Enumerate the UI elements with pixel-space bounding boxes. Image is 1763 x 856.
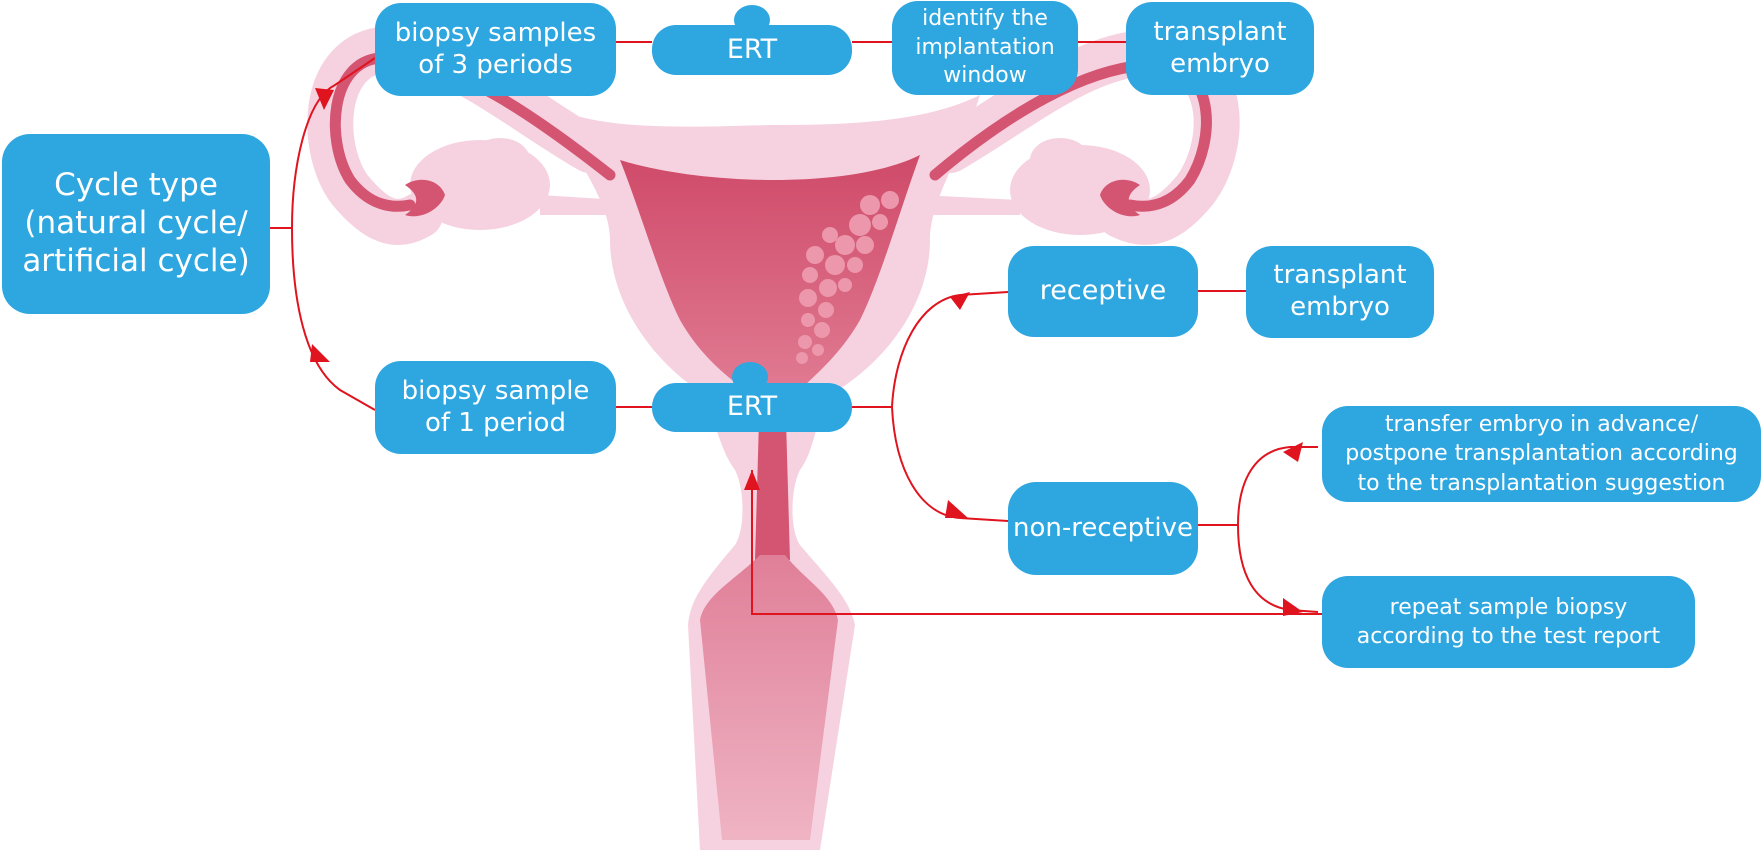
connector-bracket-down xyxy=(291,227,376,411)
left-tube-inner xyxy=(329,52,616,212)
left-fimbriae xyxy=(405,179,445,217)
arrowhead-to-biopsy3 xyxy=(315,88,334,110)
connector-branch-repeat xyxy=(1237,524,1319,613)
transfer-embryo-advance-node: transfer embryo in advance/ postpone tra… xyxy=(1322,406,1761,502)
connector-branch-transfer xyxy=(1237,446,1318,526)
biopsy-3-periods-node: biopsy samples of 3 periods xyxy=(375,3,616,96)
uterine-cavity xyxy=(620,155,920,390)
cycle-type-node: Cycle type (natural cycle/ artificial cy… xyxy=(2,134,270,314)
right-ovary-lobe xyxy=(1030,138,1090,182)
arrowhead-to-repeat xyxy=(1283,598,1303,616)
arrowheads xyxy=(310,88,1303,616)
non-receptive-node: non-receptive xyxy=(1008,482,1198,575)
ert-bottom-node: ERT xyxy=(652,383,852,432)
arrowhead-to-receptive xyxy=(950,292,970,310)
receptive-node: receptive xyxy=(1008,246,1198,337)
arrowhead-to-biopsy1 xyxy=(310,344,330,362)
arrowhead-to-nonreceptive xyxy=(945,500,968,518)
endometrium-cells xyxy=(796,191,899,364)
connector-bracket-up xyxy=(291,57,376,229)
repeat-sample-biopsy-node: repeat sample biopsy according to the te… xyxy=(1322,576,1695,668)
arrowhead-to-transfer xyxy=(1283,442,1303,462)
left-ovary-ligament xyxy=(540,195,620,215)
uterus-illustration xyxy=(307,26,1240,850)
left-ovary-lobe xyxy=(470,138,530,182)
connectors xyxy=(270,41,1322,615)
ert-top-node: ERT xyxy=(652,25,852,75)
arrowhead-to-ert-bottom xyxy=(744,470,760,490)
right-ovary-ligament xyxy=(920,195,1020,215)
connector-repeat-to-ert xyxy=(751,470,1322,615)
transplant-embryo-top-node: transplant embryo xyxy=(1126,2,1314,95)
right-fimbriae xyxy=(1100,179,1140,217)
identify-window-node: identify the implantation window xyxy=(892,1,1078,95)
vaginal-canal xyxy=(700,555,838,840)
transplant-embryo-receptive-node: transplant embryo xyxy=(1246,246,1434,338)
biopsy-1-period-node: biopsy sample of 1 period xyxy=(375,361,616,454)
